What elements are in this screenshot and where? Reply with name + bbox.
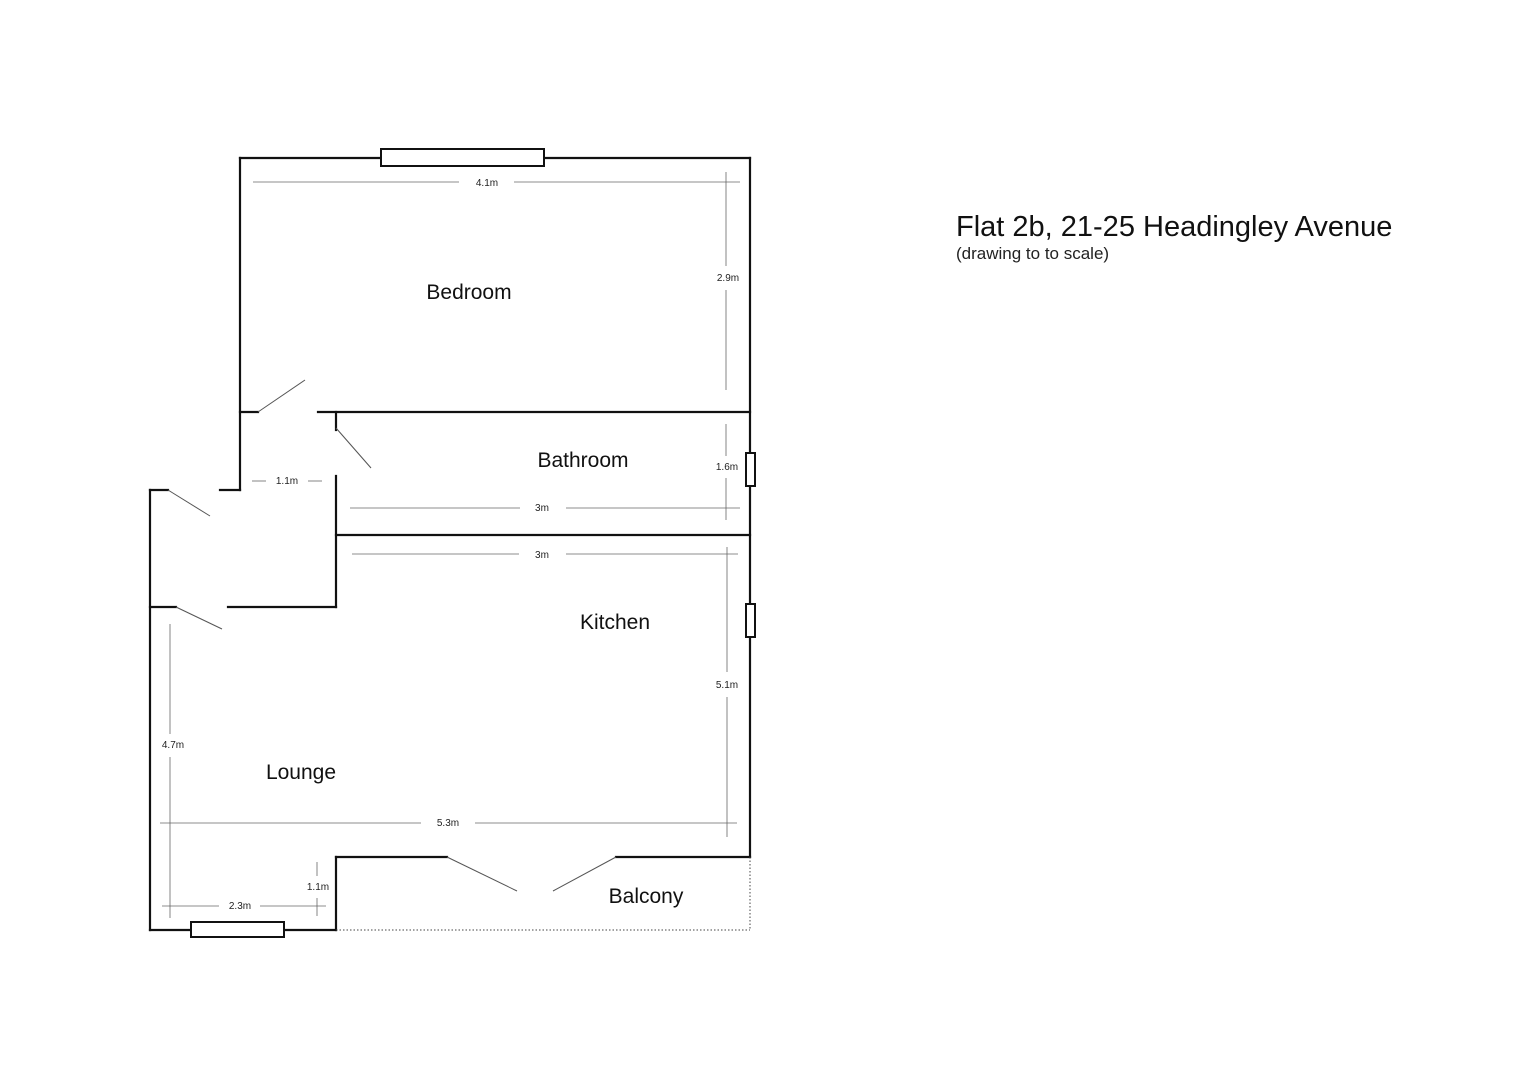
dim-label-kitchen-width: 3m [535,550,549,561]
dim-label-overall-width: 5.3m [437,818,459,829]
dim-label-bay-depth: 1.1m [307,882,329,893]
room-label-kitchen: Kitchen [580,611,650,634]
dim-label-hall-width: 1.1m [276,476,298,487]
dim-label-bathroom-depth: 1.6m [716,462,738,473]
kitchen-window [745,603,756,638]
dim-label-bedroom-width: 4.1m [476,178,498,189]
bedroom-door [257,379,306,413]
room-label-bathroom: Bathroom [537,449,628,472]
dim-label-bathroom-width: 3m [535,503,549,514]
dimension-lines [160,172,740,918]
room-label-bedroom: Bedroom [426,281,511,304]
lounge-window [190,921,285,938]
windows [190,148,756,938]
page-subtitle: (drawing to to scale) [956,244,1110,263]
dim-label-bay-width: 2.3m [229,901,251,912]
dim-label-lounge-depth: 4.7m [162,740,184,751]
bedroom-window [380,148,545,167]
room-label-balcony: Balcony [609,885,684,908]
dim-label-kitchen-depth: 5.1m [716,680,738,691]
balcony-door-left [446,856,518,892]
title-block: Flat 2b, 21-25 Headingley Avenue (drawin… [956,210,1392,264]
lounge-door [175,606,223,630]
doors [167,379,617,892]
balcony-door-right [552,856,617,892]
bathroom-window [745,452,756,487]
entrance-door [167,489,211,517]
dim-label-bedroom-depth: 2.9m [717,273,739,284]
page-title: Flat 2b, 21-25 Headingley Avenue [956,211,1393,243]
bathroom-door [335,427,372,469]
walls [148,156,752,932]
room-label-lounge: Lounge [266,761,336,784]
